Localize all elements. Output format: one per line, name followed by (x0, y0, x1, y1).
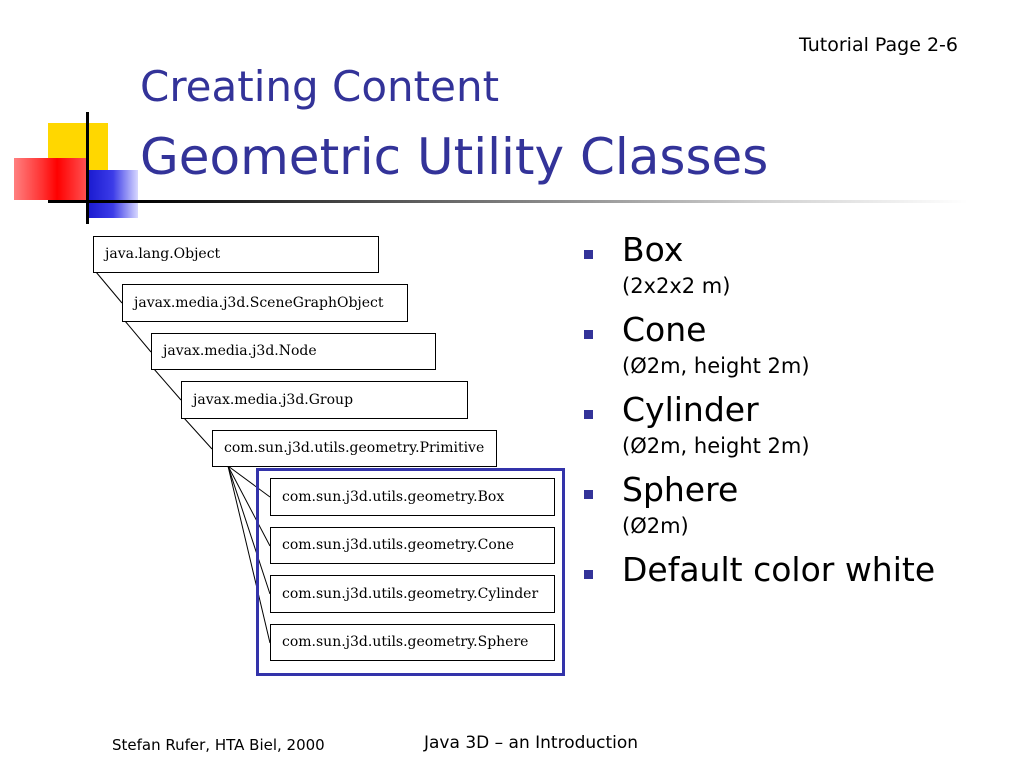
bullet-item-box: Box (2x2x2 m) (584, 228, 1004, 300)
logo-red-bar (14, 158, 86, 200)
bullet-item-cone: Cone (Ø2m, height 2m) (584, 308, 1004, 380)
connector-line (153, 368, 182, 401)
class-box-box: com.sun.j3d.utils.geometry.Box (270, 478, 555, 516)
bullet-detail: (Ø2m, height 2m) (622, 434, 810, 458)
class-box-cone: com.sun.j3d.utils.geometry.Cone (270, 527, 555, 564)
bullet-detail: (Ø2m) (622, 514, 689, 538)
title-divider (138, 200, 968, 203)
connector-line (227, 465, 271, 547)
connector-line (227, 465, 271, 498)
square-bullet-icon (584, 330, 593, 339)
class-box-group: javax.media.j3d.Group (181, 381, 468, 419)
connector-line (227, 465, 271, 595)
class-box-primitive: com.sun.j3d.utils.geometry.Primitive (212, 430, 497, 467)
bullet-item-cylinder: Cylinder (Ø2m, height 2m) (584, 388, 1004, 460)
bullet-label: Box (622, 230, 684, 269)
footer-title: Java 3D – an Introduction (424, 733, 639, 753)
square-bullet-icon (584, 250, 593, 259)
bullet-item-default-color: Default color white (584, 548, 1004, 592)
bullet-list: Box (2x2x2 m) Cone (Ø2m, height 2m) Cyli… (584, 228, 1004, 600)
slide-title: Creating Content (140, 62, 500, 111)
bullet-label: Cone (622, 310, 707, 349)
class-box-scenegraphobject: javax.media.j3d.SceneGraphObject (122, 284, 408, 322)
connector-line (95, 271, 123, 304)
slide-subtitle: Geometric Utility Classes (140, 128, 769, 186)
square-bullet-icon (584, 410, 593, 419)
logo-blue-square (88, 170, 138, 218)
page-number: Tutorial Page 2-6 (799, 34, 958, 56)
primitives-group-frame (256, 468, 565, 676)
square-bullet-icon (584, 570, 593, 579)
class-box-sphere: com.sun.j3d.utils.geometry.Sphere (270, 624, 555, 661)
bullet-detail: (2x2x2 m) (622, 274, 731, 298)
bullet-label: Default color white (622, 550, 936, 589)
square-bullet-icon (584, 490, 593, 499)
bullet-detail: (Ø2m, height 2m) (622, 354, 810, 378)
bullet-label: Sphere (622, 470, 739, 509)
class-box-node: javax.media.j3d.Node (151, 333, 436, 370)
bullet-label: Cylinder (622, 390, 759, 429)
logo-vertical-line (86, 112, 89, 224)
bullet-item-sphere: Sphere (Ø2m) (584, 468, 1004, 540)
class-box-cylinder: com.sun.j3d.utils.geometry.Cylinder (270, 575, 555, 613)
hierarchy-connectors (95, 271, 271, 644)
class-box-object: java.lang.Object (93, 236, 379, 273)
footer-author: Stefan Rufer, HTA Biel, 2000 (112, 736, 325, 754)
logo-horizontal-line (48, 200, 140, 203)
connector-line (183, 417, 213, 450)
connector-line (227, 465, 271, 644)
connector-line (124, 320, 152, 353)
